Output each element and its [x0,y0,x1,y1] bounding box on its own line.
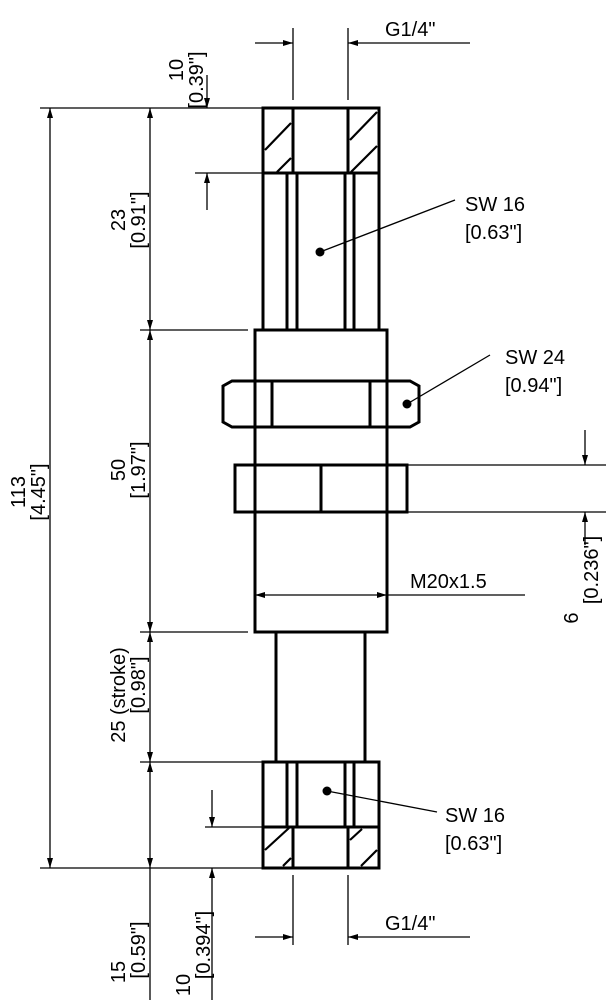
dim-body-mm: 50 [108,459,130,481]
thread-label: M20x1.5 [410,571,487,593]
dim-top-port-mm: 10 [166,59,188,81]
dim-overall-mm: 113 [8,476,30,508]
dim-top-port-inch: [0.39"] [186,51,208,108]
part-outline [221,106,421,870]
dim-locknut-inch: [0.236"] [581,536,603,604]
wrench-bottom-inch: [0.63"] [445,833,502,855]
hatching-bottom [264,827,378,867]
dim-bottom-port-mm: 10 [173,974,195,996]
hatching-top [264,111,378,173]
dim-bottom-hex-mm: 15 [108,961,130,983]
wrench-top-inch: [0.63"] [465,222,522,244]
wrench-nut-inch: [0.94"] [505,375,562,397]
wrench-bottom-size: SW 16 [445,805,505,827]
dim-locknut-mm: 6 [561,612,583,623]
dim-top-hex-mm: 23 [108,209,130,231]
wrench-top-size: SW 16 [465,194,525,216]
bottom-port-label: G1/4" [385,913,435,935]
dim-top-hex-inch: [0.91"] [128,191,150,248]
dim-body-inch: [1.97"] [128,441,150,498]
dim-overall-inch: [4.45"] [28,463,50,520]
dim-bottom-port-inch: [0.394"] [193,911,215,979]
labels: G1/4" G1/4" M20x1.5 SW 16 [0.63"] SW 24 … [8,19,603,996]
dim-stroke-mm: 25 (stroke) [108,647,130,743]
dimension-lines [40,28,606,1000]
top-port-label: G1/4" [385,19,435,41]
dim-bottom-hex-inch: [0.59"] [128,921,150,978]
dim-stroke-inch: [0.98"] [128,656,150,713]
wrench-nut-size: SW 24 [505,347,565,369]
